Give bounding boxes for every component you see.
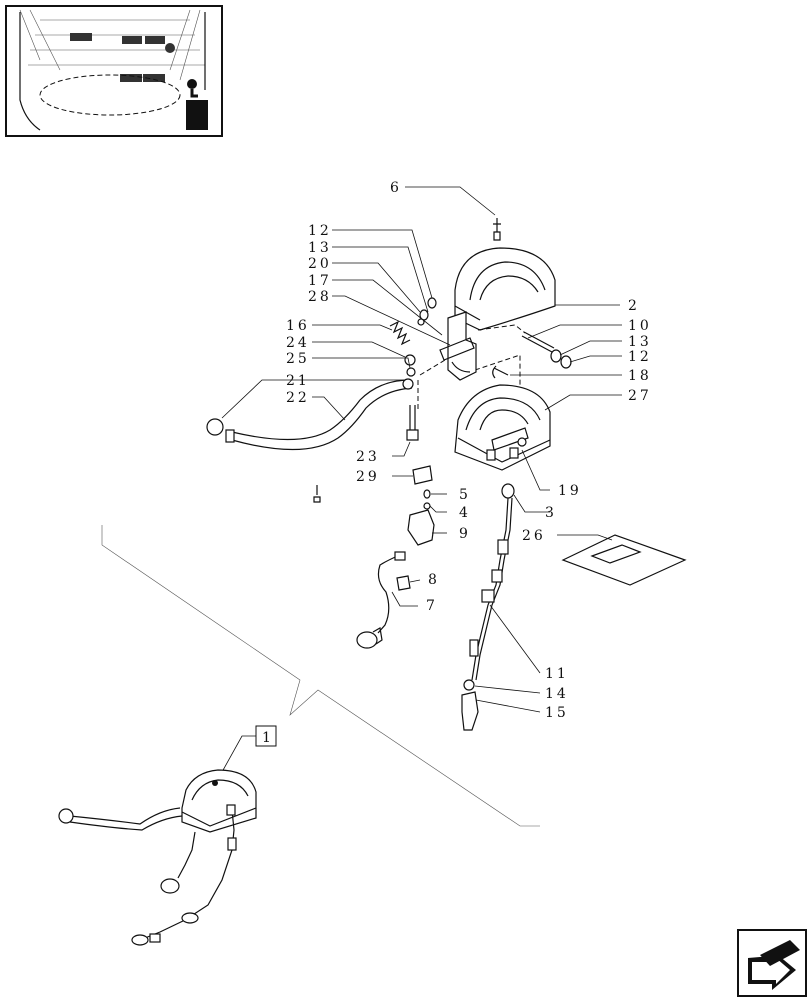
callout-20: 20 [308, 256, 332, 272]
callout-18: 18 [628, 368, 652, 384]
part-3-grommet [501, 483, 515, 499]
part-9-switch [407, 509, 435, 546]
part-24-bush [404, 354, 416, 366]
callout-21: 21 [286, 373, 310, 389]
callout-15: 15 [545, 705, 569, 721]
callout-3: 3 [545, 505, 557, 521]
callout-25: 25 [286, 351, 310, 367]
part-8-cap [396, 575, 411, 591]
callout-13: 13 [308, 240, 332, 256]
next-page-arrow-icon[interactable] [737, 929, 807, 997]
part-12-nut [427, 297, 437, 309]
callout-19: 19 [558, 483, 582, 499]
callout-2: 2 [628, 298, 640, 314]
part-28-bracket [439, 311, 477, 381]
part-2-cover [454, 247, 556, 331]
callout-12: 12 [308, 223, 332, 239]
part-20-washer [419, 309, 429, 321]
part-15-knob [461, 691, 479, 731]
callout-11: 11 [545, 666, 569, 682]
callout-17: 17 [308, 273, 332, 289]
callout-28: 28 [308, 289, 332, 305]
callout-10: 10 [628, 318, 652, 334]
locator-thumbnail [5, 5, 223, 137]
callout-14: 14 [545, 686, 569, 702]
callout-7: 7 [426, 598, 438, 614]
part-11-cable [469, 497, 513, 681]
callout-4: 4 [459, 505, 471, 521]
part-21-knob [206, 418, 224, 436]
callout-26: 26 [522, 528, 546, 544]
callout-13-right: 13 [628, 334, 652, 350]
callout-labels: 6 12 13 20 17 28 16 24 25 21 22 23 29 5 … [286, 180, 652, 721]
callout-5: 5 [459, 487, 471, 503]
part-6-screw [493, 218, 501, 241]
part-14-nut [463, 679, 475, 691]
part-7-harness [356, 551, 406, 649]
callout-27: 27 [628, 388, 652, 404]
callout-9: 9 [459, 526, 471, 542]
part-22-lever [225, 378, 414, 451]
callout-23: 23 [356, 449, 380, 465]
assembled-view: 1 [58, 725, 277, 946]
part-25-washer [406, 367, 416, 377]
part-16-spring [389, 320, 411, 346]
part-18-bolt [492, 365, 509, 379]
part-26-plate [561, 534, 687, 586]
callout-22: 22 [286, 390, 310, 406]
part-23-bolt [406, 405, 419, 441]
callout-16: 16 [286, 318, 310, 334]
callout-24: 24 [286, 335, 310, 351]
leader-lines [221, 186, 622, 713]
callout-8: 8 [428, 572, 440, 588]
part-27-housing [454, 384, 551, 471]
callout-29: 29 [356, 469, 380, 485]
callout-6: 6 [390, 180, 402, 196]
part-29-bush [412, 465, 433, 485]
exploded-view: 6 12 13 20 17 28 16 24 25 21 22 23 29 5 … [101, 180, 687, 827]
assembly-ref-label: 1 [262, 730, 271, 746]
callout-12-right: 12 [628, 349, 652, 365]
part-10-pin [521, 331, 555, 353]
